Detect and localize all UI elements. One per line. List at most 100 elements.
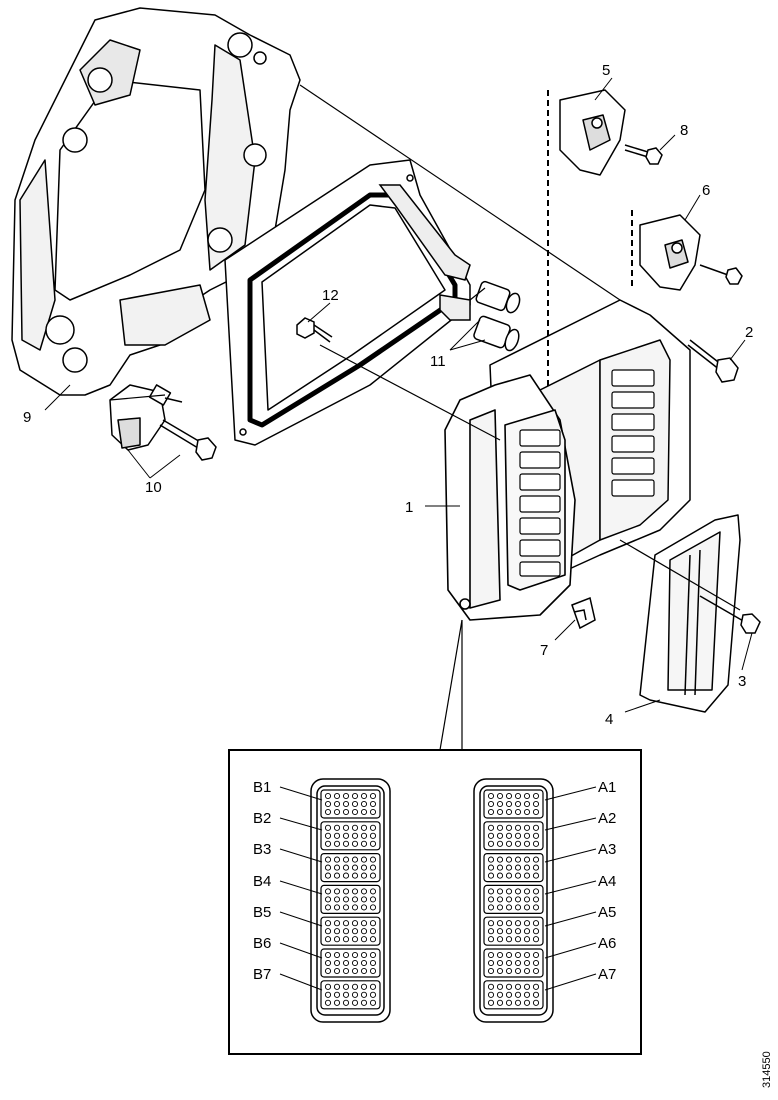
connector-b-pin [333, 824, 341, 831]
connector-a-pin [496, 928, 504, 935]
screw-12 [296, 317, 333, 343]
connector-a-pin [523, 896, 531, 903]
connector-a-pin [496, 991, 504, 998]
callout-9: 9 [23, 409, 31, 426]
connector-a-pin [523, 951, 531, 959]
connector-a-pin [505, 920, 513, 927]
connector-a-pin [505, 888, 513, 895]
connector-b-pin [333, 904, 341, 911]
connector-a-pin [514, 928, 522, 935]
connector-a-pin [514, 792, 522, 800]
connector-b-pin [351, 824, 359, 831]
connector-b-pin [351, 967, 359, 975]
callout-11: 11 [430, 353, 446, 370]
connector-b-pin [324, 864, 332, 871]
label-b1: B1 [253, 779, 271, 796]
connector-b-pin [333, 856, 341, 863]
callout-12: 12 [322, 287, 339, 304]
connector-b-pin [351, 832, 359, 839]
connector-a-pin [514, 824, 522, 831]
connector-a-pin [514, 920, 522, 927]
connector-a-pin [496, 896, 504, 903]
callout-3: 3 [738, 673, 746, 690]
connector-b-pin [360, 856, 368, 863]
connector-a-pin [505, 824, 513, 831]
connector-b-pin [360, 864, 368, 871]
connector-b-pin [360, 832, 368, 839]
connector-a-pin [496, 999, 504, 1006]
connector-a-pin [505, 999, 513, 1006]
connector-b-pin [369, 832, 377, 839]
connector-b-pin [351, 856, 359, 863]
label-a2: A2 [598, 810, 616, 827]
mounting-frame [11, 7, 301, 396]
connector-a-pin [514, 904, 522, 911]
connector-b-pin [369, 840, 377, 847]
connector-b-pin [342, 983, 350, 990]
connector-b-pin [342, 824, 350, 831]
connector-a-pin [487, 999, 495, 1006]
connector-a-pin [487, 983, 495, 990]
connector-a-pin [532, 896, 540, 903]
connector-a-pin [514, 832, 522, 839]
connector-a-pin [487, 856, 495, 863]
connector-b-pin [351, 872, 359, 879]
connector-a-pin [514, 888, 522, 895]
connector-a-pin [487, 888, 495, 895]
connector-b-pin [324, 967, 332, 975]
control-unit [444, 374, 576, 621]
connector-a-pin [523, 800, 531, 808]
connector-a-pin [532, 936, 540, 943]
connector-b-pin [369, 896, 377, 903]
connector-a-pin [487, 951, 495, 959]
connector-b-pin [324, 792, 332, 800]
connector-b-pin [369, 936, 377, 943]
plug-11-top [475, 280, 521, 314]
connector-a-pin [514, 999, 522, 1006]
connector-b-pin [333, 792, 341, 800]
connector-b-leaders [279, 786, 323, 991]
connector-b-pin [342, 936, 350, 943]
connector-a-pin [496, 800, 504, 808]
connector-a-pin [487, 840, 495, 847]
cable-seal [378, 184, 471, 321]
connector-a-pin [505, 959, 513, 967]
connector-b-labels: B1 B2 B3 B4 B5 B6 B7 [253, 779, 271, 983]
connector-a-pin [523, 840, 531, 847]
connector-a-pin [505, 792, 513, 800]
connector-b-pin [333, 808, 341, 816]
connector-a-pin [514, 983, 522, 990]
label-b3: B3 [253, 841, 271, 858]
connector-b-pin [351, 999, 359, 1006]
connector-a-pin [532, 872, 540, 879]
connector-a-pin [496, 792, 504, 800]
connector-a-pin [505, 967, 513, 975]
connector-a-labels: A1 A2 A3 A4 A5 A6 A7 [598, 779, 616, 983]
connector-b-pin [369, 856, 377, 863]
connector-a-pin [496, 951, 504, 959]
connector-a-pin [487, 920, 495, 927]
connector-a-pin [505, 832, 513, 839]
label-b6: B6 [253, 935, 271, 952]
connector-a-pin [532, 951, 540, 959]
reference-number: 314550 [761, 1051, 773, 1088]
connector-b-pin [324, 896, 332, 903]
connector-b-pin [360, 928, 368, 935]
connector-a-pin [514, 808, 522, 816]
connector-b-pin [351, 959, 359, 967]
connector-a-pin [514, 800, 522, 808]
clip-6 [639, 214, 743, 291]
connector-b-pin [324, 832, 332, 839]
connector-b-pin [369, 959, 377, 967]
connector-a-pin [532, 967, 540, 975]
connector-a-pin [523, 904, 531, 911]
connector-b-pin [333, 832, 341, 839]
clip-7 [571, 596, 596, 630]
connector-b-pin [333, 864, 341, 871]
connector-a-pin [496, 920, 504, 927]
connector-b-pin [342, 800, 350, 808]
connector-a-pin [496, 856, 504, 863]
label-b5: B5 [253, 904, 271, 921]
connector-b-pin [360, 920, 368, 927]
connector-a-pin [496, 888, 504, 895]
